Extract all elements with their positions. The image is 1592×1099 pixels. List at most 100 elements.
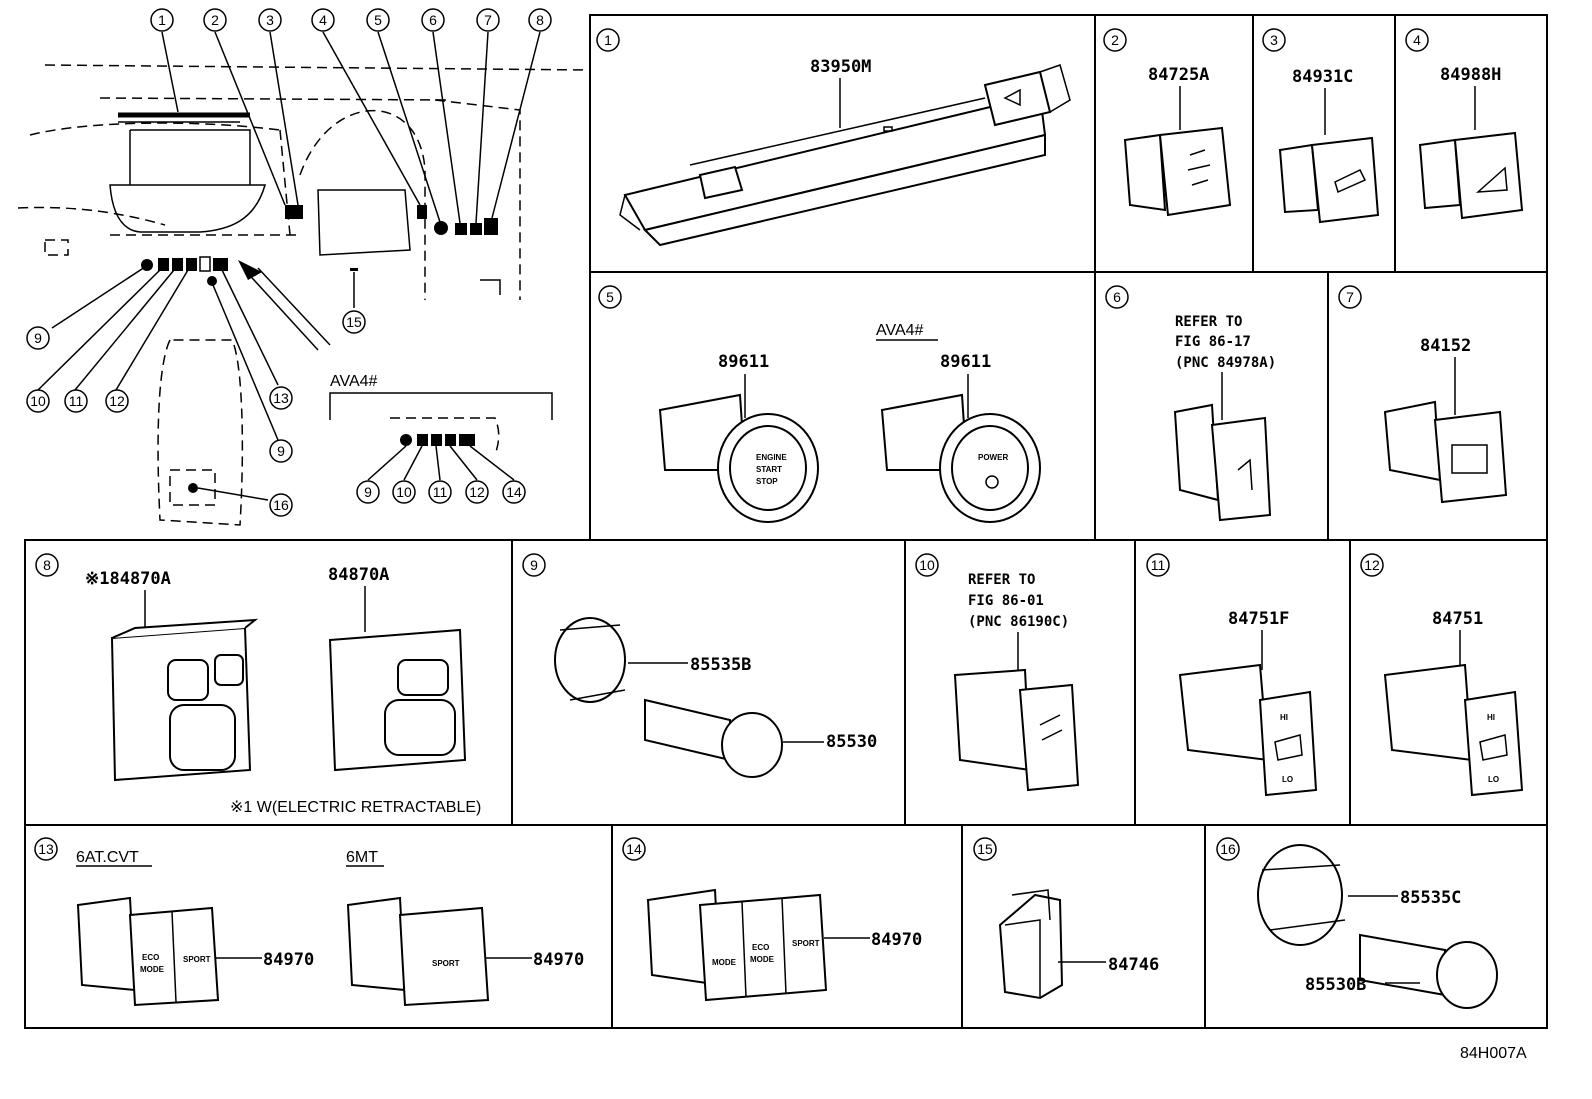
button-text: ENGINE bbox=[756, 453, 787, 462]
part-number: 84152 bbox=[1420, 336, 1471, 356]
dashboard-overview: 1 2 3 4 5 6 7 8 9 10 11 12 13 9 16 15 AV… bbox=[17, 8, 591, 526]
callout: 10 bbox=[396, 484, 412, 500]
cell-7: 7 84152 bbox=[1338, 285, 1508, 504]
part-number: ※184870A bbox=[85, 569, 171, 589]
mirror-pad bbox=[169, 704, 236, 771]
cell-16: 16 85535C 85530B bbox=[1216, 837, 1498, 1009]
mode-label: MODE bbox=[712, 958, 737, 967]
fold-button bbox=[167, 659, 209, 701]
power-icon bbox=[985, 475, 999, 489]
mode-label: MODE bbox=[750, 955, 775, 964]
hi-label: HI bbox=[1487, 713, 1495, 722]
callout: 9 bbox=[277, 443, 285, 459]
footnote: ※1 W(ELECTRIC RETRACTABLE) bbox=[230, 799, 481, 816]
cell-13: 13 6AT.CVT 6MT ECO MODE SPORT 84970 SPOR… bbox=[34, 837, 584, 1007]
part-number: 85535B bbox=[690, 655, 751, 675]
cell-number: 10 bbox=[919, 557, 935, 573]
callout: 1 bbox=[158, 12, 166, 28]
sport-label: SPORT bbox=[432, 959, 460, 968]
seat-icon bbox=[1237, 458, 1253, 491]
button-text: STOP bbox=[756, 477, 778, 486]
callout: 7 bbox=[484, 12, 492, 28]
cell-number: 16 bbox=[1220, 841, 1236, 857]
hill-descent-icon bbox=[1475, 166, 1508, 193]
callout: 15 bbox=[346, 314, 362, 330]
seat-heater-icon bbox=[1479, 734, 1508, 761]
overview-variant: AVA4# 9 10 11 12 14 bbox=[329, 373, 553, 504]
variant-label: 6MT bbox=[346, 849, 378, 866]
variant-label: AVA4# bbox=[330, 373, 378, 390]
part-number: 84988H bbox=[1440, 65, 1501, 85]
part-number: 83950M bbox=[810, 57, 871, 77]
sport-label: SPORT bbox=[183, 955, 211, 964]
callout: 12 bbox=[469, 484, 485, 500]
part-number: 85530 bbox=[826, 732, 877, 752]
part-number: 89611 bbox=[940, 352, 991, 372]
eco-label: ECO bbox=[752, 943, 769, 952]
part-number: 84746 bbox=[1108, 955, 1159, 975]
cell-12: 12 84751 HI LO bbox=[1360, 553, 1524, 797]
callout: 13 bbox=[273, 390, 289, 406]
grid-frame bbox=[24, 14, 1548, 1029]
overview-callouts-left: 9 10 11 12 13 9 16 15 bbox=[26, 310, 366, 517]
ref-text: (PNC 86190C) bbox=[968, 614, 1069, 630]
sport-label: SPORT bbox=[792, 939, 820, 948]
ref-text: (PNC 84978A) bbox=[1175, 355, 1276, 371]
part-number: 84751 bbox=[1432, 609, 1483, 629]
part-number: 84725A bbox=[1148, 65, 1209, 85]
part-number: 84970 bbox=[871, 930, 922, 950]
callout: 5 bbox=[374, 12, 382, 28]
part-number: 84870A bbox=[328, 565, 389, 585]
button-text: START bbox=[756, 465, 782, 474]
ref-text: FIG 86-01 bbox=[968, 593, 1044, 609]
cell-9: 9 85535B 85530 bbox=[522, 553, 877, 778]
overview-callouts-top: 1 2 3 4 5 6 7 8 bbox=[150, 8, 552, 32]
callout: 4 bbox=[319, 12, 327, 28]
callout: 9 bbox=[34, 330, 42, 346]
cell-15: 15 84746 bbox=[973, 837, 1159, 1000]
cell-number: 2 bbox=[1111, 32, 1119, 48]
cell-14: 14 MODE ECO MODE SPORT 84970 bbox=[622, 837, 922, 1002]
cell-4: 4 84988H bbox=[1405, 28, 1524, 220]
callout: 8 bbox=[536, 12, 544, 28]
cell-number: 5 bbox=[606, 289, 614, 305]
usb-icon bbox=[1039, 714, 1063, 741]
mode-label: MODE bbox=[140, 965, 165, 974]
cell-number: 8 bbox=[43, 557, 51, 573]
callout: 3 bbox=[266, 12, 274, 28]
cell-number: 11 bbox=[1151, 557, 1166, 573]
variant-label: AVA4# bbox=[876, 322, 924, 339]
part-number: 85530B bbox=[1305, 975, 1366, 995]
cell-3: 3 84931C bbox=[1262, 28, 1380, 224]
cell-number: 1 bbox=[604, 32, 612, 48]
cell-number: 14 bbox=[626, 841, 642, 857]
hi-label: HI bbox=[1280, 713, 1288, 722]
cell-5: 5 AVA4# 89611 89611 ENGINE START STOP PO… bbox=[598, 285, 1041, 523]
cell-number: 6 bbox=[1113, 289, 1121, 305]
ref-text: REFER TO bbox=[1175, 314, 1242, 330]
cell-10: 10 REFER TO FIG 86-01 (PNC 86190C) bbox=[915, 553, 1080, 792]
ref-text: REFER TO bbox=[968, 572, 1035, 588]
eco-label: ECO bbox=[142, 953, 159, 962]
callout: 9 bbox=[364, 484, 372, 500]
vehicle-icon bbox=[1334, 169, 1367, 194]
part-number: 89611 bbox=[718, 352, 769, 372]
cell-number: 15 bbox=[977, 841, 993, 857]
cell-11: 11 84751F HI LO bbox=[1146, 553, 1318, 797]
seat-heater-icon bbox=[1274, 734, 1303, 761]
callout: 11 bbox=[433, 484, 448, 500]
ref-text: FIG 86-17 bbox=[1175, 334, 1251, 350]
lo-label: LO bbox=[1282, 775, 1293, 784]
part-number: 84970 bbox=[263, 950, 314, 970]
variant-label: 6AT.CVT bbox=[76, 849, 139, 866]
part-number: 85535C bbox=[1400, 888, 1461, 908]
cell-number: 12 bbox=[1364, 557, 1380, 573]
cell-number: 3 bbox=[1270, 32, 1278, 48]
callout: 11 bbox=[69, 393, 84, 409]
cell-6: 6 REFER TO FIG 86-17 (PNC 84978A) bbox=[1105, 285, 1276, 522]
4wd-icon bbox=[1187, 149, 1211, 186]
callout: 2 bbox=[211, 12, 219, 28]
callout: 14 bbox=[506, 484, 522, 500]
part-number: 84931C bbox=[1292, 67, 1353, 87]
